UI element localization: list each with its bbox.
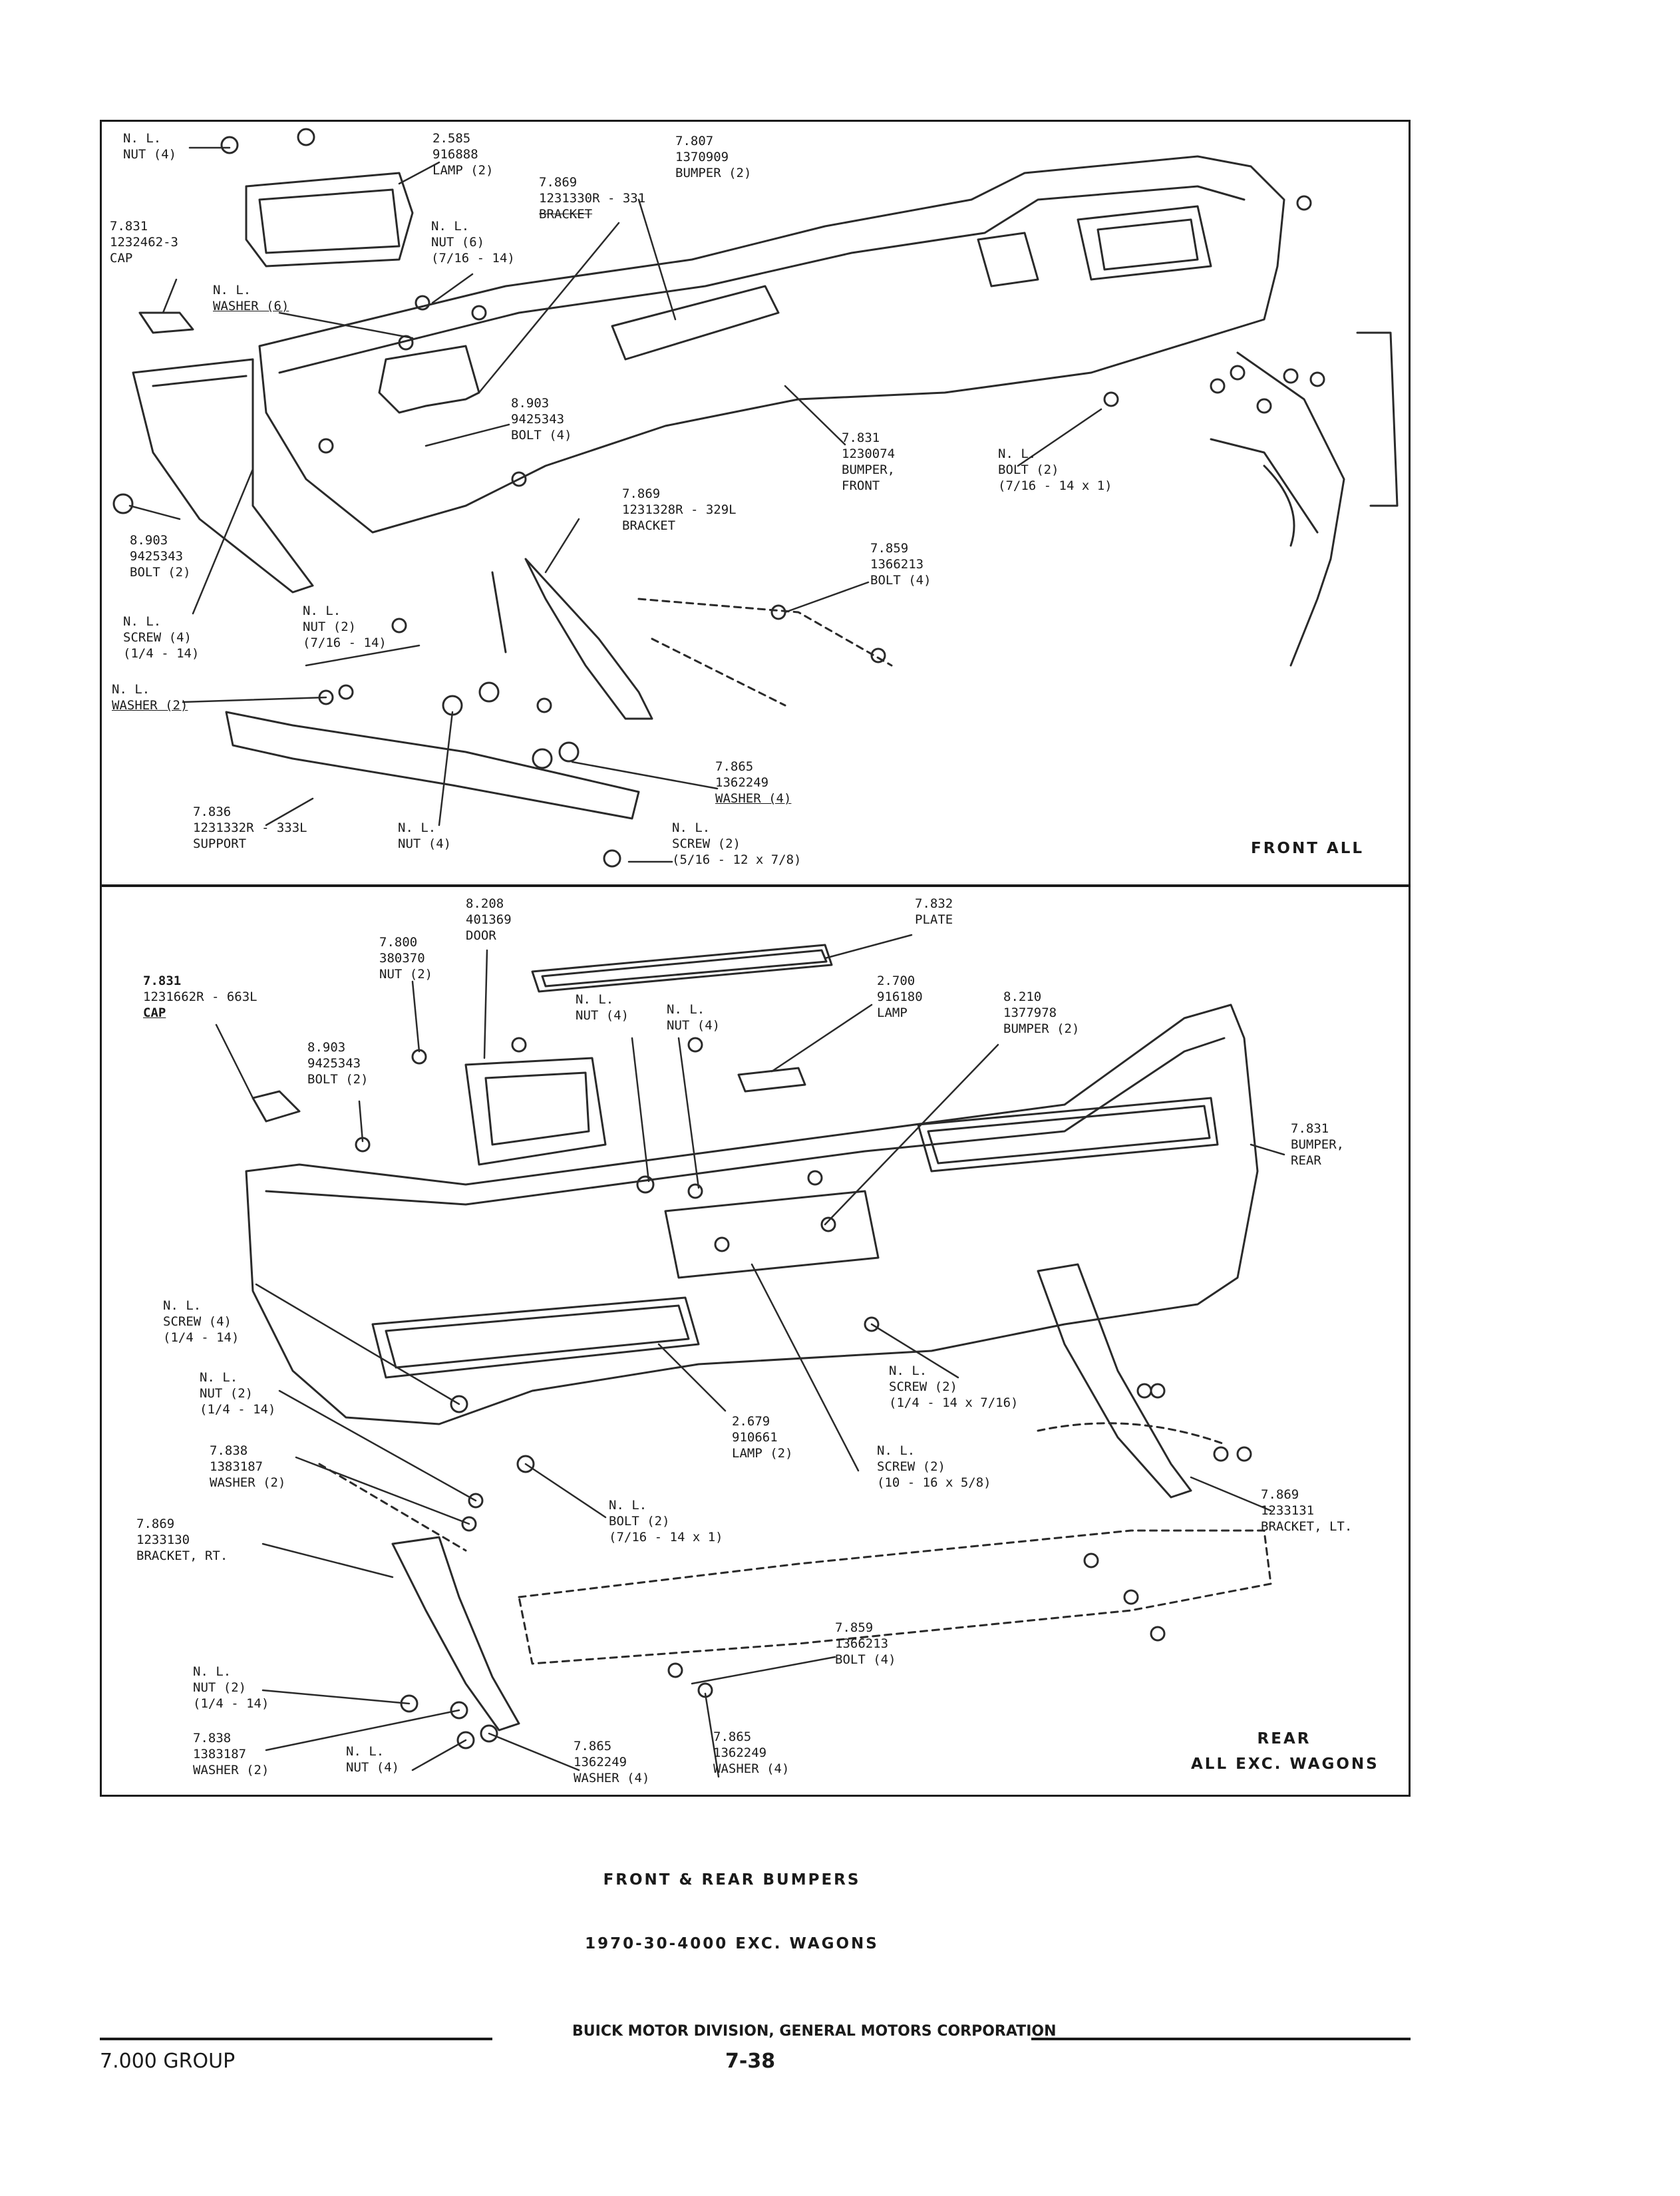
rear-cap (252, 1090, 301, 1123)
callout-rear-bolt-nl: N. L.BOLT (2)(7/16 - 14 x 1) (609, 1498, 723, 1545)
callout-rear-screw-10-16: N. L.SCREW (2)(10 - 16 x 5/8) (877, 1443, 991, 1490)
callout-front-nut-2: N. L.NUT (2)(7/16 - 14) (303, 604, 387, 650)
callout-front-bolt-2-nl: N. L.BOLT (2)(7/16 - 14 x 1) (998, 447, 1112, 493)
figure-caption: FRONT & REAR BUMPERS 1970-30-4000 EXC. W… (585, 1871, 879, 1952)
rear-lamp-left (371, 1296, 700, 1379)
callout-rear-nut-2: N. L.NUT (2)(1/4 - 14) (200, 1370, 276, 1417)
page-number: 7-38 (725, 2050, 776, 2073)
rear-bumper-outline (245, 1004, 1259, 1425)
callout-rear-screw-4: N. L.SCREW (4)(1/4 - 14) (163, 1298, 240, 1345)
footer-group: 7.000 GROUP (100, 2050, 236, 2073)
bracket-rt (391, 1536, 520, 1732)
callout-rear-nut-4-lower: N. L.NUT (4) (346, 1744, 400, 1775)
callout-front-washer-2: N. L.WASHER (2) (112, 682, 188, 713)
callout-rear-nut-4b: N. L.NUT (4) (667, 1002, 721, 1033)
callout-front-nut-6: N. L.NUT (6)(7/16 - 14) (431, 219, 515, 266)
bracket-lt (1037, 1263, 1192, 1499)
fuel-door (464, 1057, 607, 1166)
callout-rear-nut-4a: N. L.NUT (4) (576, 992, 629, 1023)
callout-front-screw-4: N. L.SCREW (4)(1/4 - 14) (123, 614, 200, 661)
callout-front-nut-lamp: N. L.NUT (4) (123, 131, 177, 162)
callout-front-washer-6: N. L.WASHER (6) (213, 283, 289, 313)
footer-rule-right (1031, 2038, 1411, 2040)
callout-rear-nut-2-lower: N. L.NUT (2)(1/4 - 14) (193, 1664, 269, 1711)
front-bumper-outline (258, 155, 1285, 534)
front-section-label: FRONT ALL (1251, 840, 1365, 857)
license-plate (531, 944, 833, 993)
rear-bumper-panel (100, 885, 1411, 1797)
callout-rear-screw-2: N. L.SCREW (2)(1/4 - 14 x 7/16) (889, 1364, 1019, 1410)
callout-front-nut-4: N. L.NUT (4) (398, 821, 452, 851)
callout-front-screw-2: N. L.SCREW (2)(5/16 - 12 x 7/8) (672, 821, 802, 867)
footer-division: BUICK MOTOR DIVISION, GENERAL MOTORS COR… (572, 2023, 1057, 2040)
front-support (225, 711, 640, 820)
rear-lamp-right (917, 1097, 1219, 1173)
front-cap (138, 311, 194, 334)
front-lamp-housing (245, 172, 414, 268)
footer-rule-left (100, 2038, 492, 2040)
